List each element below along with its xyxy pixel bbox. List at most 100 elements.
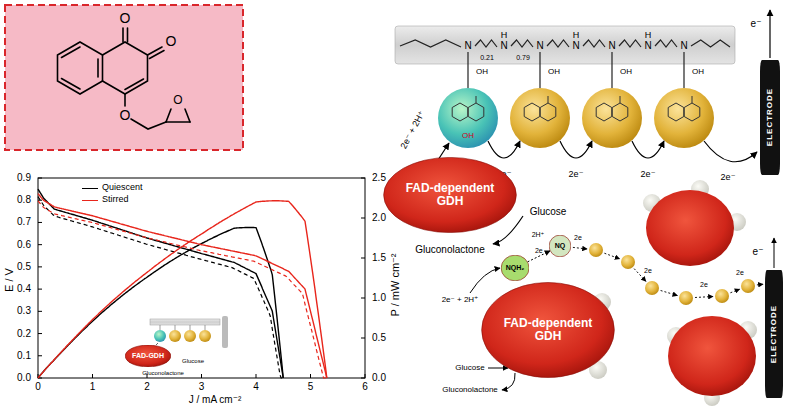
tick xyxy=(38,333,42,334)
line-art xyxy=(122,28,124,42)
line-art xyxy=(150,51,165,59)
text-label: N xyxy=(608,41,615,51)
tick xyxy=(38,289,42,290)
tick xyxy=(38,222,42,223)
legend-text: Quiescent xyxy=(102,182,143,192)
ring xyxy=(596,103,628,121)
text-label: O xyxy=(120,11,131,25)
substrate-arrows xyxy=(470,238,774,390)
line-art xyxy=(222,316,228,348)
text-label: J / mA cm⁻² xyxy=(189,395,242,405)
legend-line xyxy=(82,188,98,189)
tick xyxy=(201,374,202,378)
legend-text: Stirred xyxy=(102,194,129,204)
line-art xyxy=(124,94,126,106)
polarization-chart xyxy=(38,178,365,378)
polymer-bond xyxy=(691,40,730,47)
text-label: OH xyxy=(476,68,488,76)
text-label: 2e xyxy=(736,269,744,276)
ring xyxy=(692,96,693,103)
line-art xyxy=(704,141,757,162)
node-outline xyxy=(549,235,571,257)
node-text: FAD-dependent GDH xyxy=(498,317,598,343)
polymer-bond xyxy=(400,40,461,47)
text-label: 6 xyxy=(362,382,368,392)
text-label: 4 xyxy=(253,382,259,392)
text-label: N xyxy=(500,41,507,51)
line-art xyxy=(632,141,664,158)
power-curve xyxy=(38,201,327,378)
text-label: 2e⁻ xyxy=(721,173,736,182)
tick xyxy=(256,374,257,378)
node-text: NQH₂ xyxy=(506,264,525,272)
line-art xyxy=(582,88,642,148)
line-art xyxy=(184,330,196,342)
linker-bond xyxy=(539,52,540,88)
voltage-curve xyxy=(38,197,283,378)
node-text: FAD-dependent GDH xyxy=(400,182,500,208)
line-art xyxy=(131,119,166,129)
polymer-bond xyxy=(475,40,497,47)
tick xyxy=(38,355,42,356)
text-label: 1 xyxy=(90,382,96,392)
tick xyxy=(361,298,365,299)
node-text: ELECTRODE xyxy=(770,305,779,363)
text-label: 2e⁻ + 2H⁺ xyxy=(442,296,479,304)
line-art xyxy=(668,316,756,396)
text-label: P / mW cm⁻² xyxy=(390,253,401,316)
power-curve xyxy=(38,228,283,379)
line-art xyxy=(175,325,176,330)
polymer-bond xyxy=(511,40,533,47)
line-art xyxy=(488,141,520,158)
text-label: e⁻ xyxy=(753,247,764,257)
line-art xyxy=(166,121,190,123)
polymer-bond xyxy=(583,40,605,47)
electron-hop xyxy=(757,284,763,286)
line-art xyxy=(774,238,775,268)
line-art xyxy=(58,42,103,94)
text-label: 3 xyxy=(199,382,205,392)
electrode-bar: ELECTRODE xyxy=(765,270,783,398)
electron-hop xyxy=(573,247,587,249)
text-label: Glucose xyxy=(455,364,484,372)
text-label: 0.2 xyxy=(17,329,31,339)
ring xyxy=(452,103,484,121)
text-label: N xyxy=(680,41,687,51)
legend-line xyxy=(82,200,98,201)
tick xyxy=(361,378,365,379)
tick xyxy=(38,266,42,267)
text-label: 0.5 xyxy=(372,333,386,343)
ring xyxy=(548,96,549,103)
text-label: H xyxy=(501,31,508,40)
electron-hop xyxy=(661,291,678,296)
text-label: e⁻ xyxy=(751,19,762,29)
line-art xyxy=(190,325,191,330)
node-outline xyxy=(765,270,783,398)
line-art xyxy=(502,373,515,390)
text-label: N xyxy=(464,41,471,51)
line-art xyxy=(156,343,158,345)
quinone-sphere xyxy=(741,279,755,293)
text-label: OH xyxy=(462,132,474,140)
line-art xyxy=(127,28,129,42)
line-art xyxy=(400,40,730,88)
text-label: 2 xyxy=(144,382,150,392)
text-label: E / V xyxy=(4,268,15,292)
electron-hop xyxy=(695,297,713,298)
text-label: N xyxy=(536,41,543,51)
line-art xyxy=(154,330,166,342)
line-art xyxy=(438,88,498,148)
text-label: Glucose xyxy=(530,207,567,217)
text-label: 0.1 xyxy=(17,351,31,361)
text-label: 0 xyxy=(35,382,41,392)
inset-drawing xyxy=(150,316,228,348)
ring xyxy=(668,103,700,121)
line-art xyxy=(62,47,81,58)
line-art xyxy=(160,325,205,330)
ellipse-node: FAD-dependent GDH xyxy=(481,282,615,378)
node-outline xyxy=(125,345,171,367)
ellipse-node: NQH₂ xyxy=(501,255,529,281)
tick xyxy=(38,244,42,245)
line-art xyxy=(510,88,570,148)
tick xyxy=(361,218,365,219)
